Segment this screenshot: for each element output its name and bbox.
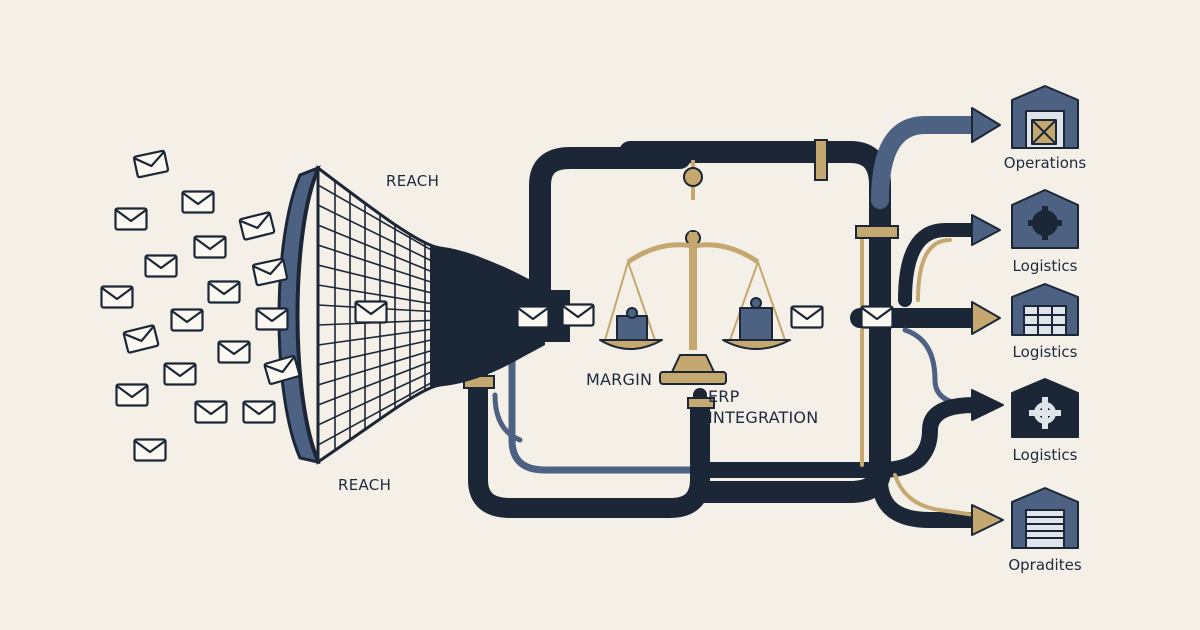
destination-label-logistics-3: Logistics: [1012, 446, 1078, 464]
arrow-icon: [971, 107, 1004, 536]
destination-label-logistics-1: Logistics: [1012, 257, 1078, 275]
destination-label-logistics-2: Logistics: [1012, 343, 1078, 361]
erp-integration-label: ERP INTEGRATION: [708, 386, 818, 428]
reach-label-top: REACH: [386, 172, 440, 190]
gear-warehouse-icon: [1011, 189, 1079, 249]
balance-scale-icon: [599, 160, 791, 385]
erp-label-line1: ERP: [708, 387, 740, 406]
margin-label: MARGIN: [586, 370, 653, 389]
warehouse-shutter-icon: [1011, 487, 1079, 549]
reach-label-bottom: REACH: [338, 476, 392, 494]
warehouse-crate-icon: [1011, 85, 1079, 149]
pipe-coupling: [463, 139, 899, 409]
warehouse-shelves-icon: [1011, 283, 1079, 336]
destination-label-opradites: Opradites: [1008, 556, 1082, 574]
destination-building: [1011, 85, 1079, 549]
destination-label-operations: Operations: [1003, 154, 1087, 172]
erp-label-line2: INTEGRATION: [708, 408, 819, 427]
gear-warehouse-icon: [1011, 378, 1079, 438]
